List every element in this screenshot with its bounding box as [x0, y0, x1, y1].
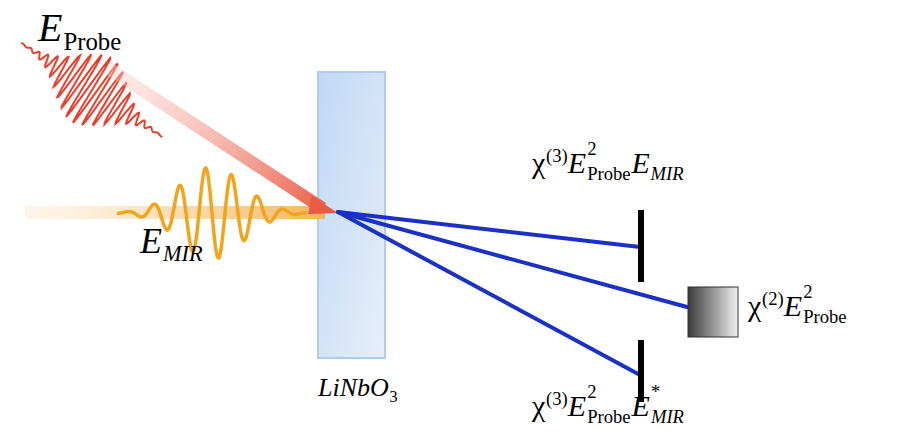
math-label: E: [140, 220, 162, 263]
probe-beam: [106, 63, 326, 214]
formula-label: χ(3)E2ProbeEMIR: [532, 140, 684, 185]
math-label: E: [632, 145, 650, 181]
detector: [688, 287, 738, 337]
math-label: Probe: [587, 159, 630, 184]
math-label: MIR: [651, 402, 684, 427]
formula-label: χ(2)E2Probe: [748, 283, 848, 326]
math-label: E: [568, 388, 586, 424]
script-stack: 2Probe: [803, 283, 846, 326]
math-label: χ: [532, 145, 545, 181]
math-label: MIR: [651, 163, 684, 185]
script-stack: *MIR: [651, 383, 684, 426]
math-label: Probe: [587, 402, 630, 427]
math-label: 2: [803, 283, 846, 302]
math-label: χ: [532, 388, 545, 424]
math-label: 2: [587, 383, 630, 402]
pulses: [21, 43, 306, 258]
math-label: E: [38, 4, 62, 52]
math-label: χ: [748, 288, 761, 324]
math-label: *: [651, 383, 684, 402]
formula-label: LiNbO3: [318, 372, 398, 406]
beam-arrowhead: [308, 196, 338, 214]
script-stack: 2Probe: [587, 140, 630, 183]
math-label: Probe: [803, 302, 846, 327]
math-label: E: [784, 288, 802, 324]
math-label: MIR: [163, 241, 203, 268]
math-label: 3: [389, 387, 397, 406]
math-label: (2): [762, 288, 784, 310]
math-label: E: [632, 388, 650, 424]
math-label: (3): [546, 388, 568, 410]
formula-label: EMIR: [140, 220, 203, 268]
math-label: Probe: [63, 27, 121, 57]
math-label: LiNbO: [318, 372, 389, 403]
script-stack: 2Probe: [587, 383, 630, 426]
beam-block: [638, 210, 644, 282]
math-label: 2: [587, 140, 630, 159]
output-beams: [338, 212, 687, 375]
formula-label: EProbe: [38, 4, 121, 57]
formula-label: χ(3)E2ProbeE*MIR: [532, 383, 685, 426]
math-label: (3): [546, 145, 568, 167]
math-label: E: [568, 145, 586, 181]
